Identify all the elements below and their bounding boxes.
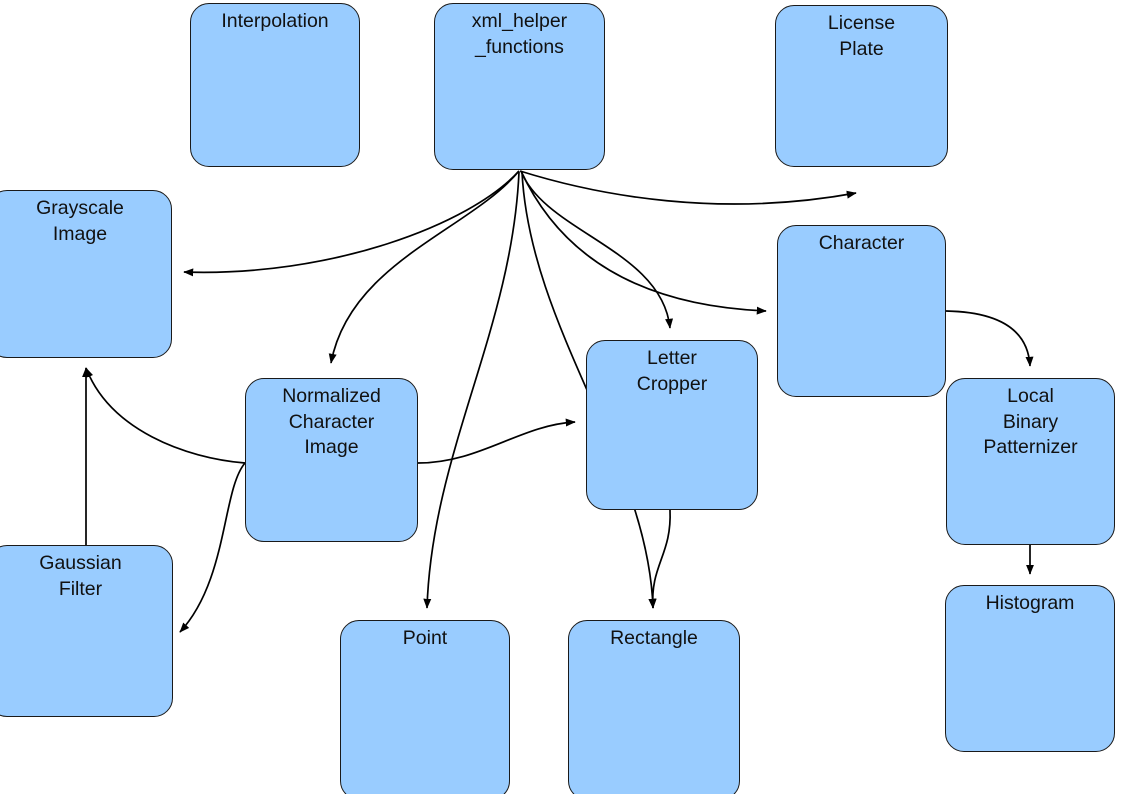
edge-xml-helper-to-character [520, 170, 767, 315]
edge-normalized-character-image-to-grayscale-image [85, 367, 246, 464]
node-label-point: Point [402, 627, 448, 649]
edge-character-to-local-binary-patternizer [945, 310, 1034, 367]
node-local-binary-patternizer[interactable]: Local Binary Patternizer [946, 378, 1115, 545]
edge-xml-helper-to-point [423, 171, 520, 609]
node-label-character: Character [818, 232, 905, 254]
node-letter-cropper[interactable]: Letter Cropper [586, 340, 758, 510]
edge-xml-helper-to-normalized-character-image [328, 170, 520, 364]
node-label-local-binary-patternizer: Local Binary Patternizer [983, 385, 1078, 458]
edge-xml-helper-to-license-plate [519, 170, 857, 205]
node-character[interactable]: Character [777, 225, 946, 397]
node-label-rectangle: Rectangle [610, 627, 698, 649]
node-histogram[interactable]: Histogram [945, 585, 1115, 752]
node-label-interpolation: Interpolation [221, 10, 329, 32]
node-xml-helper-functions[interactable]: xml_helper _functions [434, 3, 605, 170]
node-label-license-plate: License Plate [827, 12, 896, 60]
node-normalized-character-image[interactable]: Normalized Character Image [245, 378, 418, 542]
node-label-grayscale-image: Grayscale Image [36, 197, 124, 245]
node-point[interactable]: Point [340, 620, 510, 794]
edge-xml-helper-to-letter-cropper [520, 170, 674, 329]
node-gaussian-filter[interactable]: Gaussian Filter [0, 545, 173, 717]
node-label-letter-cropper: Letter Cropper [636, 347, 708, 395]
node-rectangle[interactable]: Rectangle [568, 620, 740, 794]
edge-letter-cropper-to-rectangle [648, 509, 671, 609]
node-grayscale-image[interactable]: Grayscale Image [0, 190, 172, 358]
node-label-gaussian-filter: Gaussian Filter [39, 552, 122, 600]
edge-xml-helper-to-grayscale-image [183, 170, 520, 277]
node-label-histogram: Histogram [985, 592, 1075, 614]
node-interpolation[interactable]: Interpolation [190, 3, 360, 167]
edge-normalized-character-image-to-gaussian-filter [179, 462, 246, 633]
edge-normalized-character-image-to-letter-cropper [417, 418, 576, 464]
node-label-normalized-character-image: Normalized Character Image [282, 385, 381, 458]
node-label-xml-helper-functions: xml_helper _functions [471, 10, 568, 58]
node-license-plate[interactable]: License Plate [775, 5, 948, 167]
